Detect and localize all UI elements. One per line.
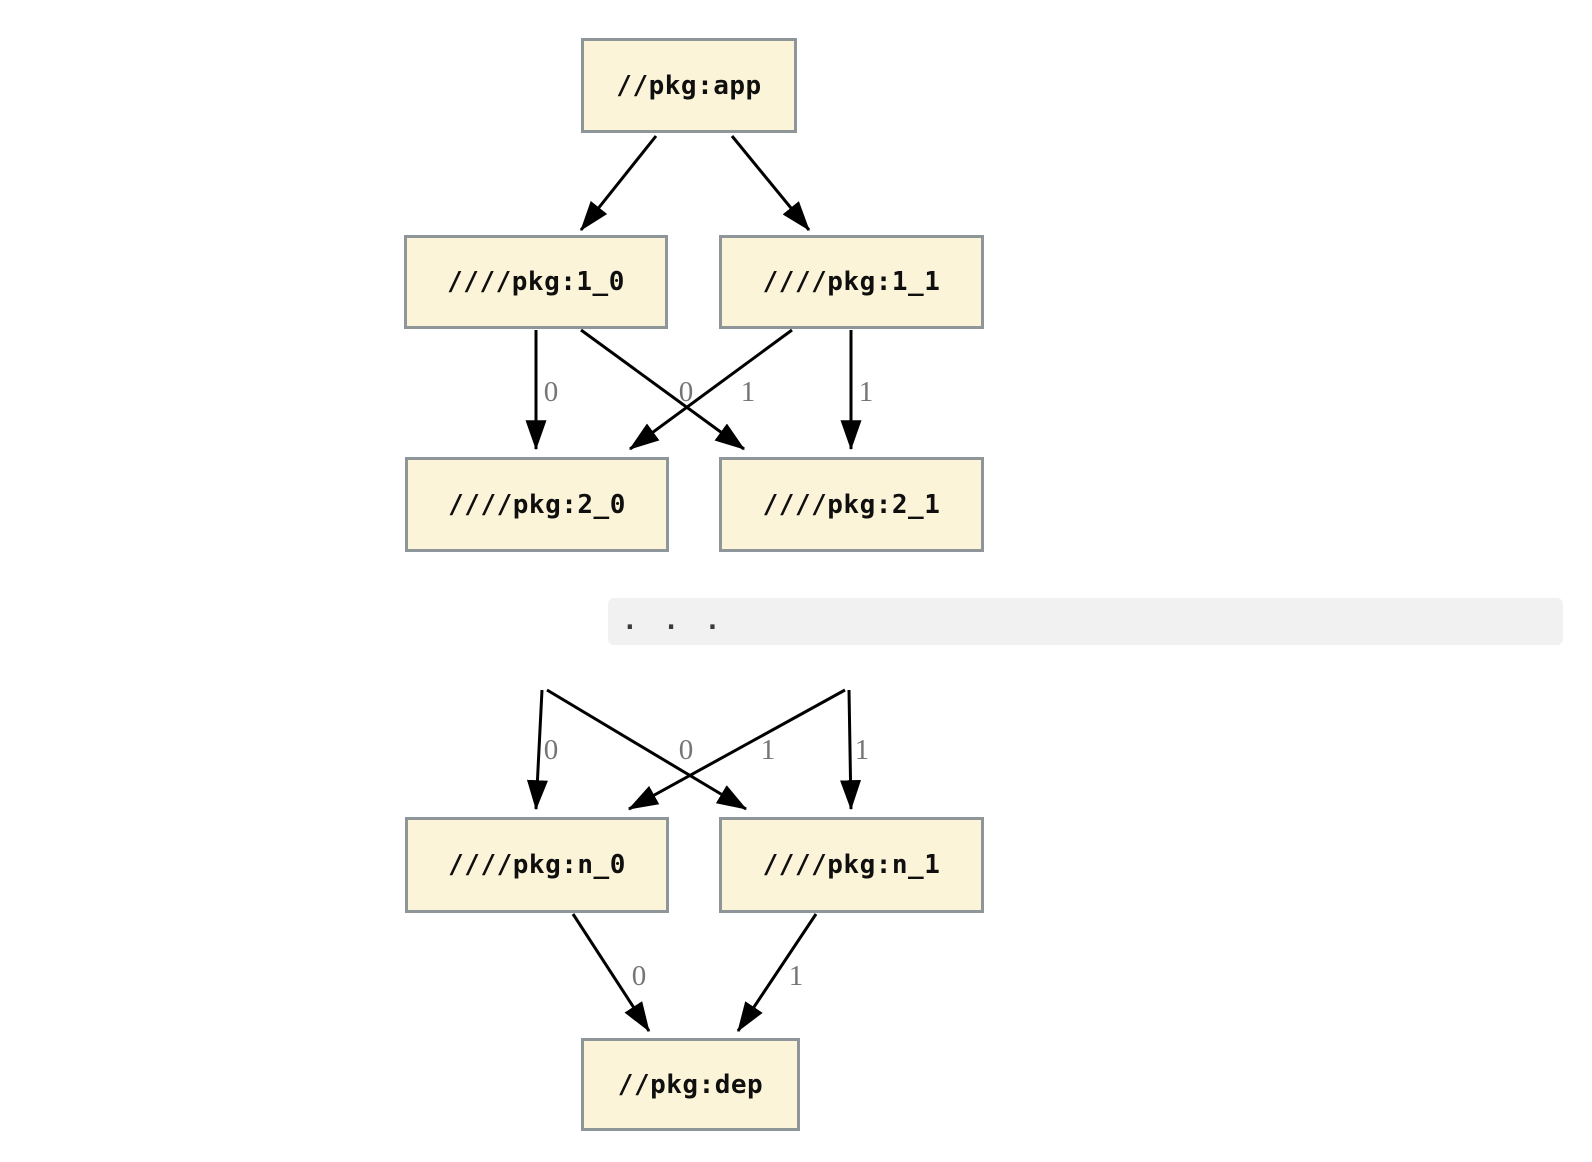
edge-label: 1: [859, 376, 874, 408]
edge-elided-to-n_1-vertical: [840, 689, 862, 811]
elided-levels-band: . . .: [608, 598, 1563, 645]
edge-label: 0: [632, 960, 647, 992]
node-pkg-2_1: ////pkg:2_1: [719, 457, 984, 552]
node-pkg-dep: //pkg:dep: [581, 1038, 800, 1131]
node-pkg-1_0: ////pkg:1_0: [404, 235, 668, 329]
edge-elided-to-n_1-diagonal: [546, 688, 748, 811]
edge-label: 1: [855, 734, 870, 766]
edge-n_1-to-dep: [736, 913, 818, 1032]
node-pkg-n_1: ////pkg:n_1: [719, 817, 984, 913]
edge-label: 1: [789, 960, 804, 992]
edge-label: 0: [679, 376, 694, 408]
edge-elided-to-n_0-vertical: [526, 689, 548, 811]
edge-app-to-1_1: [730, 135, 811, 231]
edge-label: 1: [741, 376, 756, 408]
edge-label: 0: [544, 376, 559, 408]
node-pkg-n_0: ////pkg:n_0: [405, 817, 669, 913]
edge-1_0-to-2_1: [580, 328, 745, 451]
edge-label: 1: [761, 734, 776, 766]
edge-1_1-to-2_0: [629, 328, 793, 451]
edge-label: 0: [679, 734, 694, 766]
edge-app-to-1_0: [579, 135, 658, 231]
edge-n_0-to-dep: [571, 913, 651, 1033]
node-pkg-app: //pkg:app: [581, 38, 797, 133]
edge-label: 0: [544, 734, 559, 766]
node-pkg-2_0: ////pkg:2_0: [405, 457, 669, 552]
edge-elided-to-n_0-diagonal: [627, 688, 846, 811]
node-pkg-1_1: ////pkg:1_1: [719, 235, 984, 329]
